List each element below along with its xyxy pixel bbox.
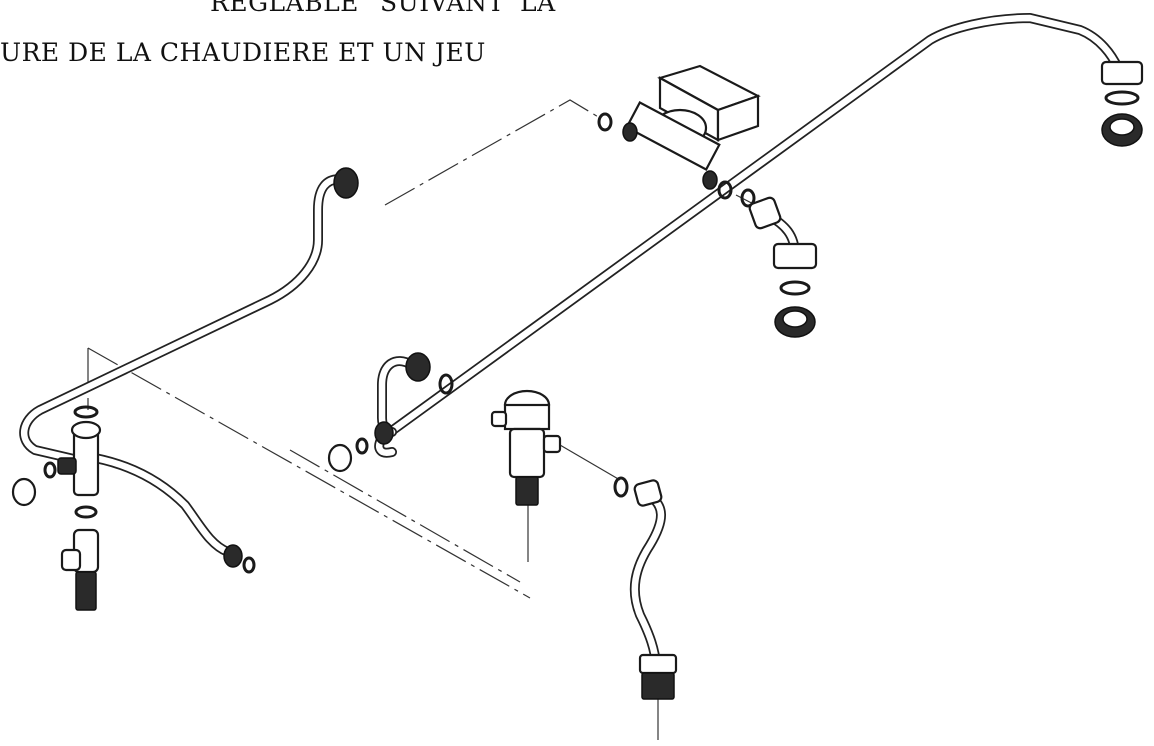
- union-tail-bore: [1109, 118, 1135, 136]
- valve-head: [503, 403, 551, 431]
- elbow-union-nut: [772, 242, 818, 270]
- middle-fittings: [327, 352, 454, 473]
- text-line-2: URE DE LA CHAUDIERE ET UN JEU: [0, 38, 486, 67]
- outlet-gasket: [613, 476, 629, 498]
- tee-side-port: [57, 457, 77, 475]
- return-pipe-nut: [223, 544, 243, 568]
- tee-assembly: [11, 405, 102, 611]
- union-fitting-top-right: [1100, 60, 1144, 147]
- alignment-line-lower: [289, 449, 521, 583]
- drain-valve-handle: [60, 548, 82, 572]
- valve-thread: [515, 476, 539, 506]
- valve-side-port: [542, 434, 562, 454]
- text-word-reglable: REGLABLE: [210, 0, 359, 17]
- u-pipe-lower-nut: [374, 421, 394, 445]
- union-nut: [1100, 60, 1144, 86]
- alignment-lines: [87, 99, 766, 740]
- left-pipe-end: [333, 167, 359, 199]
- outlet-fittings: [613, 476, 678, 700]
- u-pipe-gasket: [438, 373, 454, 395]
- text-word-suivant: SUIVANT: [380, 0, 505, 17]
- return-pipe: [90, 453, 233, 557]
- outlet-thread: [641, 672, 675, 700]
- alignment-line-diagonal: [87, 347, 531, 599]
- pump-gasket-left: [597, 112, 613, 132]
- pump-body: [625, 101, 721, 171]
- pump-inlet-nut: [622, 122, 638, 142]
- outlet-nut: [633, 479, 663, 507]
- outlet-hex: [638, 653, 678, 675]
- tee-side-gasket: [43, 461, 57, 479]
- alignment-line-pump: [384, 99, 601, 206]
- safety-valve: [490, 389, 562, 506]
- elbow-union-bore: [782, 310, 808, 328]
- valve-body: [508, 427, 546, 479]
- tee-gasket-top: [73, 405, 99, 419]
- text-word-la: LA: [520, 0, 556, 17]
- tee-gasket-bottom: [74, 505, 98, 519]
- valve-rear-port: [490, 410, 508, 428]
- middle-plug: [327, 443, 353, 473]
- tee-plug: [11, 477, 37, 507]
- elbow-gasket: [740, 188, 756, 208]
- alignment-line-elbow: [559, 444, 621, 481]
- circulator-pump: [597, 64, 761, 200]
- elbow-union-gasket: [779, 280, 811, 296]
- tee-top-nut: [70, 420, 102, 440]
- return-pipe-gasket: [242, 556, 256, 574]
- left-pipe-nut: [333, 167, 359, 199]
- pump-outlet-nut: [702, 170, 718, 190]
- elbow-nut: [748, 196, 782, 230]
- union-fitting-right: [740, 188, 818, 338]
- return-pipe-end: [223, 544, 256, 574]
- plug-gasket: [355, 437, 369, 455]
- main-pipe: [374, 13, 1123, 458]
- pump-side: [716, 94, 760, 142]
- union-gasket: [1104, 90, 1140, 106]
- outlet-pipe: [629, 490, 666, 670]
- left-pipe: [19, 174, 350, 465]
- pump-gasket-right: [717, 180, 733, 200]
- drain-valve-thread: [75, 571, 97, 611]
- u-pipe-nut: [405, 352, 431, 382]
